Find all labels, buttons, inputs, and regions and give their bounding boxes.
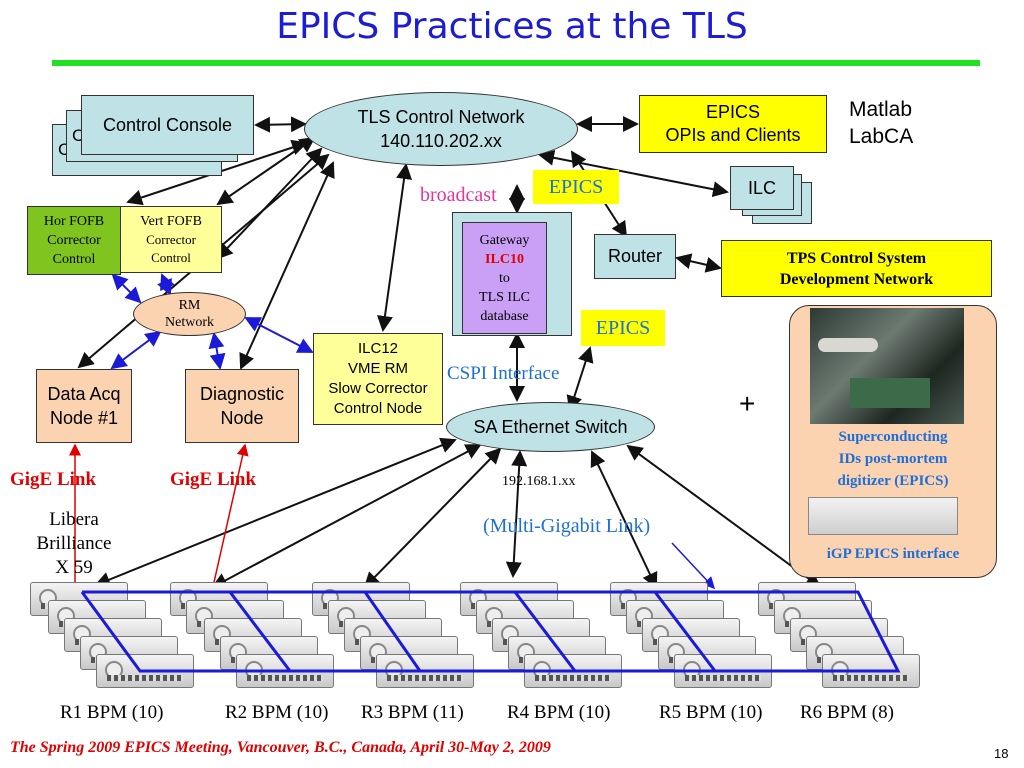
control-console-label: Control Console [102, 114, 233, 135]
ilc12-line2: VME RM [348, 360, 408, 377]
epics-label-bottom-text: EPICS [595, 316, 651, 339]
epics-opis-title: EPICS [705, 102, 761, 122]
igp-device-photo [808, 497, 958, 535]
vert-fofb-control: Vert FOFB Corrector Control [120, 206, 222, 273]
bpm-label-r3: R3 BPM (11) [361, 702, 464, 723]
rm-network: RM Network [133, 292, 246, 336]
page-number: 18 [994, 746, 1009, 761]
ilc12-node: ILC12 VME RM Slow Corrector Control Node [313, 333, 443, 425]
libera-line1: Libera [49, 509, 99, 530]
sa-ethernet-switch: SA Ethernet Switch [446, 402, 655, 452]
gige-link-label-1: GigE Link [10, 469, 97, 490]
hor-fofb-line3: Control [52, 252, 96, 267]
hor-fofb-line1: Hor FOFB [43, 214, 105, 229]
router-label: Router [607, 246, 663, 266]
sa-subnet-label: 192.168.1.xx [502, 474, 576, 489]
bpm-device-array [0, 580, 1024, 690]
tps-line1: TPS Control System [786, 249, 927, 267]
control-console: Control Console [81, 95, 254, 155]
router-node: Router [594, 234, 676, 279]
title-underline [52, 60, 980, 66]
diag-line2: Node [220, 408, 264, 428]
ilc-label: ILC [747, 177, 776, 198]
tps-dev-network: TPS Control System Development Network [721, 240, 992, 297]
epics-opis-clients: EPICS OPIs and Clients [639, 95, 827, 153]
labca-label: LabCA [849, 125, 914, 148]
epics-label-top-text: EPICS [548, 175, 604, 198]
gige-link-label-2: GigE Link [170, 469, 257, 490]
data-acq-line2: Node #1 [49, 408, 119, 428]
rm-line1: RM [178, 298, 201, 313]
igp-label: iGP EPICS interface [826, 546, 960, 562]
matlab-labca: Matlab LabCA [849, 96, 913, 150]
gateway-line5: database [480, 308, 529, 324]
vert-fofb-line2: Corrector [146, 231, 196, 247]
bpm-label-r5: R5 BPM (10) [659, 702, 763, 723]
epics-label-top: EPICS [533, 170, 619, 204]
tls-control-network: TLS Control Network 140.110.202.xx [304, 92, 578, 166]
vert-fofb-line1: Vert FOFB [140, 213, 202, 229]
digitizer-photo [810, 308, 964, 424]
page-title: EPICS Practices at the TLS [276, 6, 748, 47]
tls-network-name: TLS Control Network [357, 107, 525, 127]
footer-text: The Spring 2009 EPICS Meeting, Vancouver… [10, 739, 551, 756]
sc-line3: digitizer (EPICS) [837, 473, 949, 489]
plus-sign: + [739, 388, 756, 419]
bpm-label-r6: R6 BPM (8) [800, 702, 894, 723]
sc-line2: IDs post-mortem [838, 451, 948, 467]
libera-brilliance-label: Libera Brilliance X 59 [18, 508, 130, 580]
tls-network-subnet: 140.110.202.xx [380, 131, 502, 151]
gateway-line2: ILC10 [485, 251, 524, 267]
ilc12-line3: Slow Corrector [328, 380, 428, 397]
sc-digitizer-panel: Superconducting IDs post-mortem digitize… [789, 305, 997, 578]
gateway-line3: to [499, 270, 510, 286]
ilc-node: ILC [730, 166, 794, 210]
board-shape [850, 378, 930, 408]
libera-line3: X 59 [55, 557, 93, 578]
vert-fofb-line3: Control [151, 249, 191, 265]
sa-switch-label: SA Ethernet Switch [473, 416, 628, 437]
bpm-label-r4: R4 BPM (10) [507, 702, 611, 723]
epics-label-bottom: EPICS [581, 310, 665, 346]
diagnostic-node: Diagnostic Node [185, 369, 299, 443]
data-acq-line1: Data Acq [47, 384, 121, 404]
bpm-label-r1: R1 BPM (10) [60, 702, 164, 723]
diag-line1: Diagnostic [199, 384, 285, 404]
ilc12-line4: Control Node [333, 400, 423, 417]
libera-line2: Brilliance [36, 533, 112, 554]
bpm-label-r2: R2 BPM (10) [225, 702, 329, 723]
rm-line2: Network [165, 315, 214, 330]
cspi-interface-label: CSPI Interface [447, 363, 560, 384]
cable-shape [818, 338, 878, 352]
hor-fofb-line2: Corrector [47, 233, 101, 248]
gateway-line1: Gateway [479, 232, 530, 248]
broadcast-label: broadcast [420, 184, 497, 206]
tps-line2: Development Network [779, 270, 934, 288]
gateway-line4: TLS ILC [479, 289, 530, 305]
data-acq-node: Data Acq Node #1 [36, 369, 132, 443]
sc-line1: Superconducting [838, 429, 948, 445]
sc-digitizer-caption: Superconducting IDs post-mortem digitize… [790, 426, 996, 492]
gateway-ilc10: Gateway ILC10 to TLS ILC database [462, 222, 547, 334]
matlab-label: Matlab [849, 98, 913, 121]
multi-gigabit-label: (Multi-Gigabit Link) [483, 515, 651, 537]
ilc12-line1: ILC12 [357, 340, 399, 357]
epics-opis-subtitle: OPIs and Clients [665, 125, 801, 145]
